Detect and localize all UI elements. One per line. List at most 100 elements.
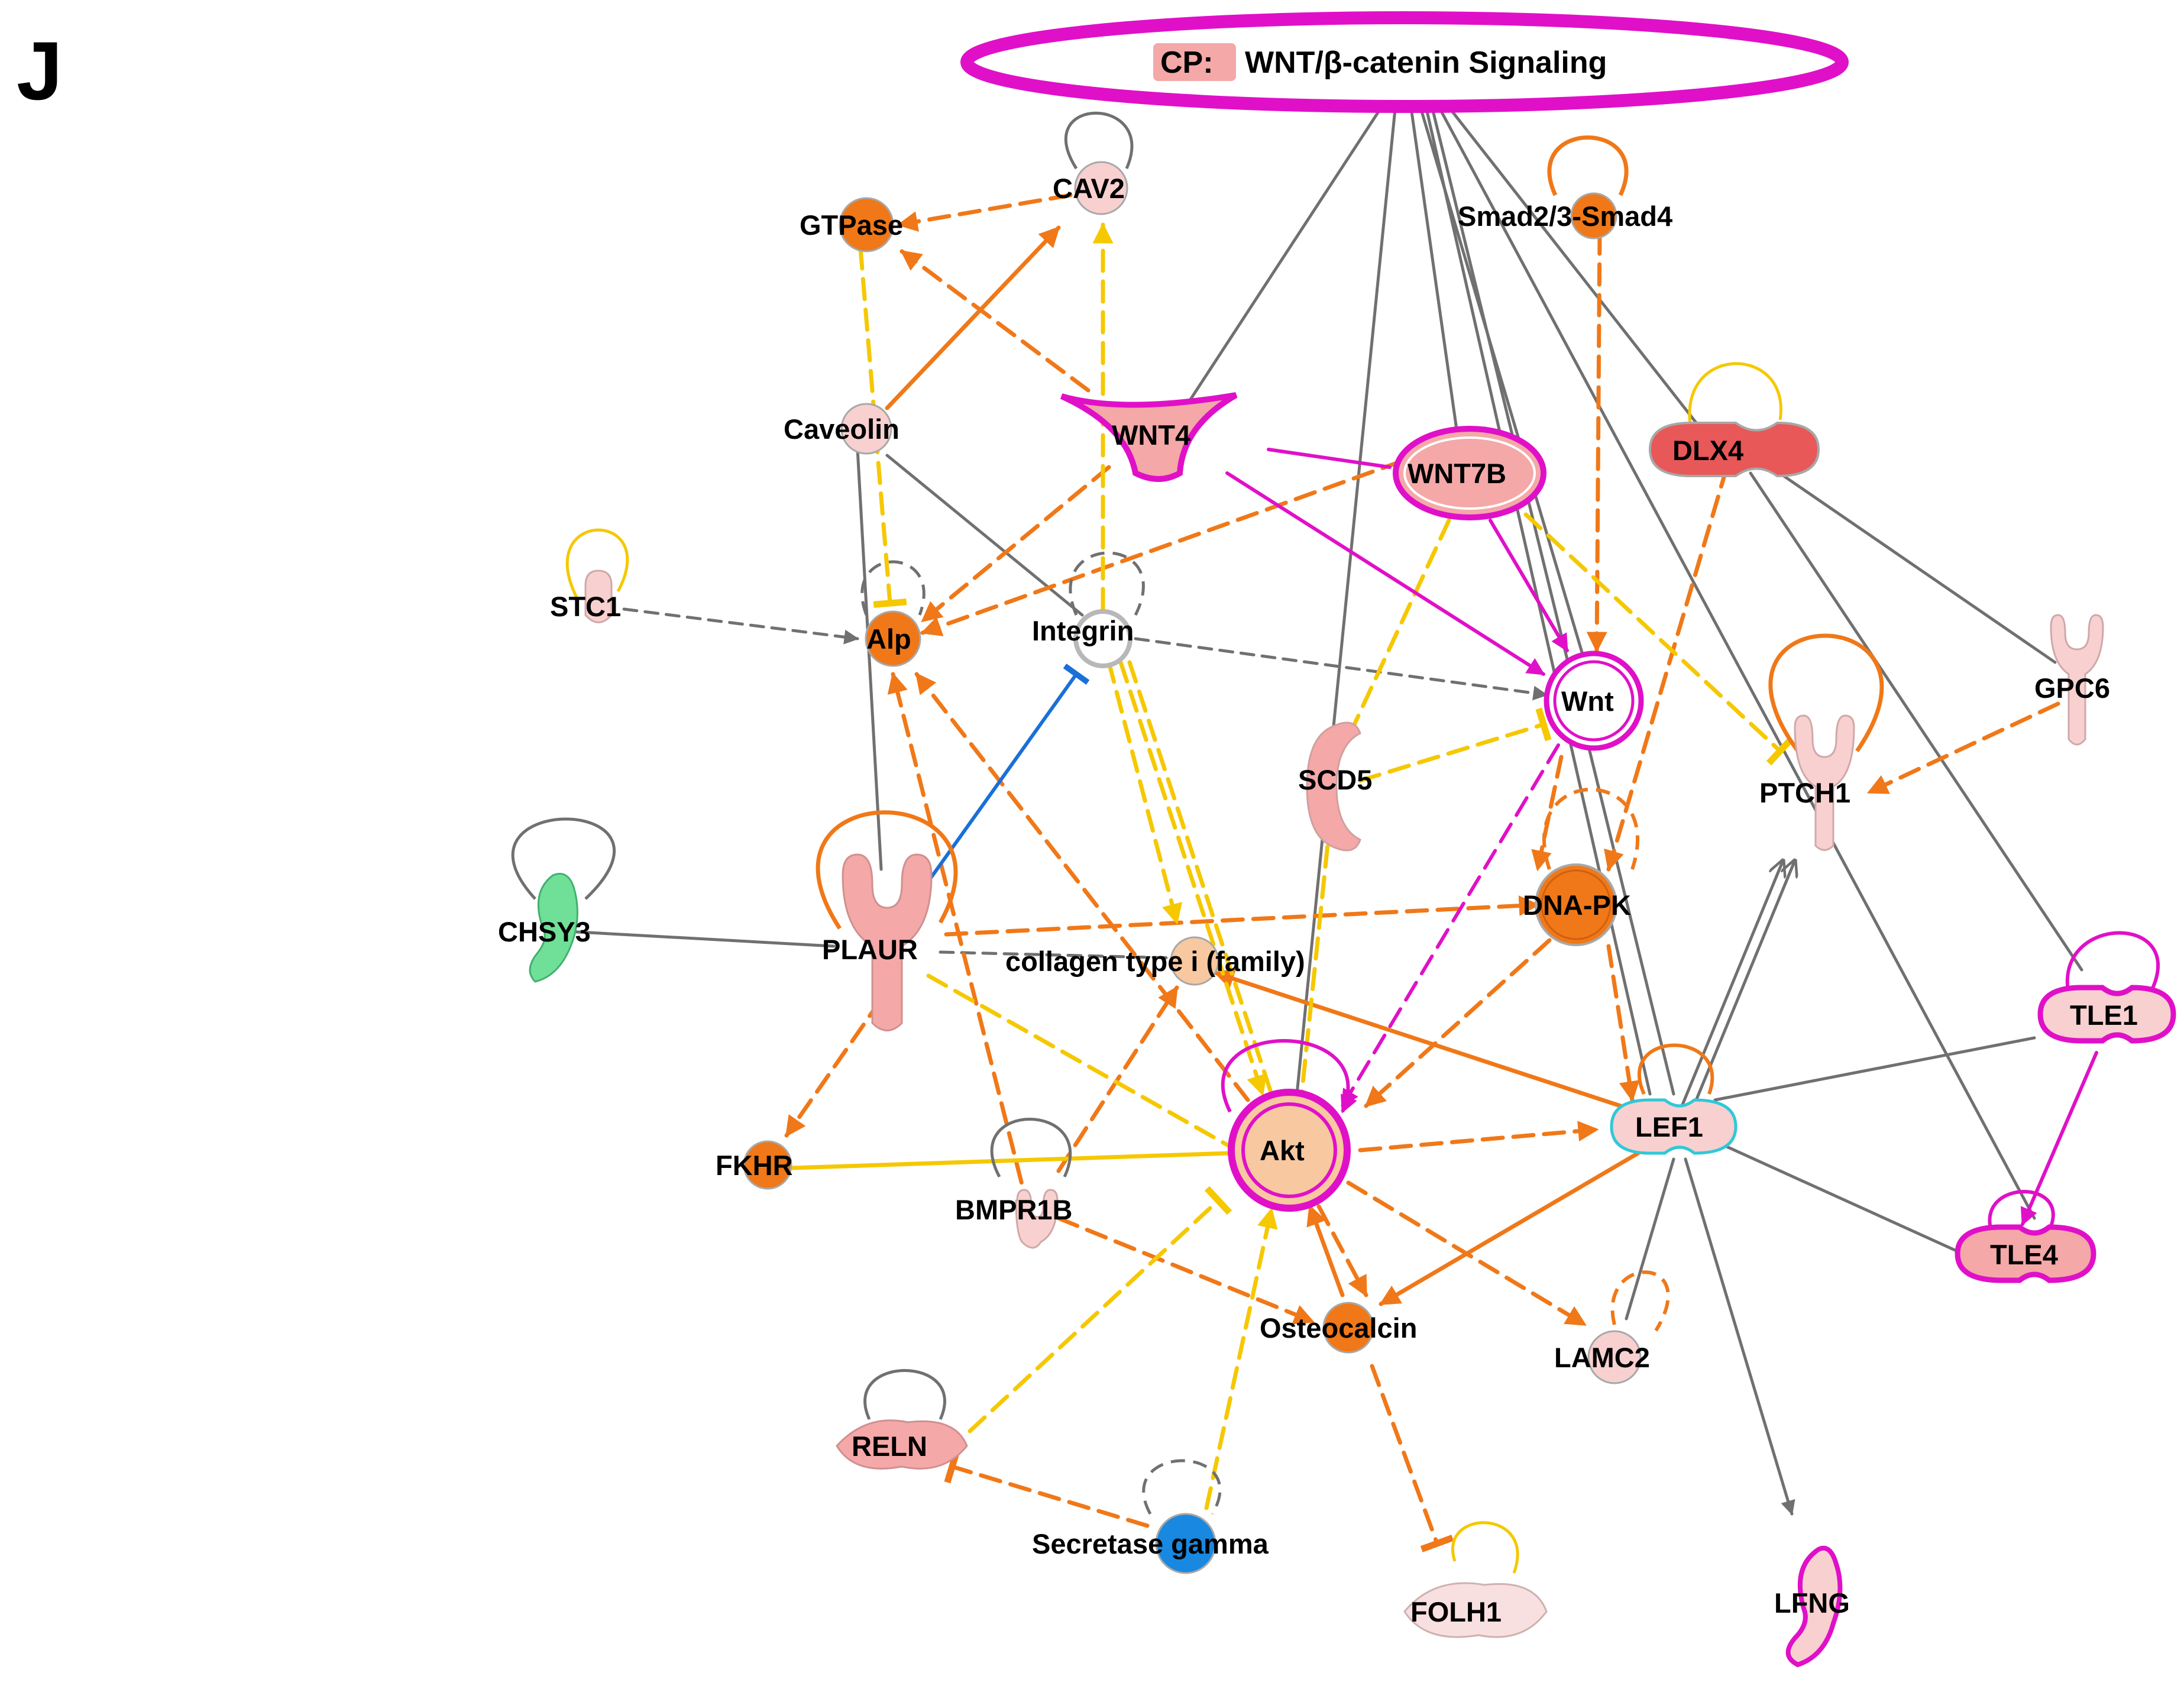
- loop-bmpr1b: [990, 1118, 1072, 1178]
- edge-cp-dlx4: [1444, 102, 1705, 433]
- node-secretase[interactable]: Secretase gamma: [1032, 1513, 1269, 1574]
- edge-cp-wnt7b: [1409, 102, 1460, 439]
- node-lamc2[interactable]: LAMC2: [1554, 1330, 1650, 1384]
- node-caveolin[interactable]: Caveolin: [784, 403, 900, 455]
- edge-cp-akt: [1293, 102, 1397, 1114]
- edge-akt-lef1: [1358, 1121, 1599, 1153]
- node-stc1-label: STC1: [550, 591, 621, 622]
- node-integrin-label: Integrin: [1032, 615, 1134, 646]
- edge-wnt4-alp: [920, 465, 1111, 623]
- node-caveolin-label: Caveolin: [784, 413, 900, 445]
- edge-wnt4-wnt: [1225, 471, 1545, 676]
- cp-prefix-box: [1153, 43, 1236, 81]
- edge-scd5-wnt: [1358, 707, 1552, 783]
- edge-lef1-ptch1-b: [1690, 860, 1795, 1114]
- node-plaur[interactable]: PLAUR: [822, 853, 933, 1031]
- node-wnt4[interactable]: WNT4: [1060, 392, 1238, 482]
- node-alp[interactable]: Alp: [865, 610, 921, 667]
- edge-cav2-gtpase: [897, 193, 1073, 232]
- edge-integrin-collagen: [1106, 660, 1182, 925]
- edge-fkhr-akt: [790, 1151, 1232, 1170]
- node-chsy3[interactable]: CHSY3: [498, 873, 591, 983]
- node-smad-label: Smad2/3-Smad4: [1458, 200, 1672, 232]
- node-tle4-label: TLE4: [1990, 1239, 2058, 1270]
- edge-stc1-alp: [622, 607, 859, 645]
- edge-dlx4-gpc6: [1761, 459, 2057, 664]
- node-folh1[interactable]: FOLH1: [1403, 1582, 1548, 1638]
- edge-lef1-lamc2: [1625, 1157, 1675, 1321]
- node-bmpr1b[interactable]: BMPR1B: [955, 1189, 1072, 1249]
- edge-dlx4-tle1: [1749, 471, 2083, 972]
- edge-wnt-dnapk: [1531, 755, 1564, 872]
- node-dnapk[interactable]: DNA-PK: [1523, 863, 1631, 946]
- node-fkhr[interactable]: FKHR: [716, 1140, 793, 1190]
- node-wnt7b[interactable]: WNT7B: [1393, 426, 1546, 520]
- edge-reln-akt: [968, 1186, 1232, 1433]
- node-scd5[interactable]: SCD5: [1298, 721, 1372, 852]
- node-collagen[interactable]: collagen type i (family): [1005, 936, 1305, 986]
- edge-integrin-wnt: [1134, 637, 1548, 701]
- edge-osteocalcin-akt: [1306, 1204, 1345, 1297]
- node-stc1[interactable]: STC1: [550, 569, 621, 623]
- edge-wnt7b-ptch1: [1523, 512, 1794, 766]
- edge-caveolin-plaur: [856, 448, 883, 871]
- edge-bmpr1b-alp: [887, 672, 1031, 1215]
- loop-integrin: [1069, 551, 1145, 616]
- node-wnt7b-label: WNT7B: [1408, 458, 1506, 489]
- edge-akt-alp: [914, 672, 1250, 1102]
- loop-secretase: [1142, 1459, 1222, 1515]
- edge-caveolin-cav2: [885, 225, 1061, 410]
- loop-lamc2: [1610, 1270, 1670, 1332]
- node-plaur-label: PLAUR: [822, 934, 918, 965]
- loop-chsy3: [511, 817, 616, 900]
- node-dlx4[interactable]: DLX4: [1648, 421, 1820, 478]
- edge-wnt7b-scd5: [1334, 518, 1451, 765]
- edge-cp-tle4: [1435, 102, 2036, 1220]
- loop-stc1: [565, 528, 629, 598]
- node-folh1-label: FOLH1: [1410, 1596, 1502, 1627]
- edge-gtpase-alp: [858, 246, 907, 608]
- node-smad[interactable]: Smad2/3-Smad4: [1458, 192, 1672, 240]
- node-chsy3-label: CHSY3: [498, 916, 591, 947]
- node-alp-label: Alp: [866, 623, 911, 655]
- cp-prefix: CP:: [1160, 46, 1214, 80]
- panel-label: J: [17, 24, 63, 117]
- edge-integrin-akt: [1118, 660, 1267, 1096]
- node-akt-label: Akt: [1260, 1135, 1305, 1166]
- cp-name: WNT/β-catenin Signaling: [1245, 46, 1607, 80]
- canonical-pathway-node[interactable]: CP: WNT/β-catenin Signaling: [960, 11, 1849, 113]
- node-tle1-label: TLE1: [2070, 999, 2138, 1031]
- node-lef1[interactable]: LEF1: [1610, 1098, 1738, 1155]
- edges: [566, 102, 2098, 1552]
- edge-wnt4-wnt7b: [1267, 448, 1392, 469]
- loop-ptch1: [1768, 633, 1884, 753]
- node-dnapk-label: DNA-PK: [1523, 889, 1631, 921]
- edge-dnapk-akt: [1364, 938, 1552, 1108]
- node-reln-label: RELN: [852, 1431, 927, 1462]
- node-wnt[interactable]: Wnt: [1544, 651, 1644, 751]
- node-tle1[interactable]: TLE1: [2037, 985, 2176, 1044]
- node-tle4[interactable]: TLE4: [1955, 1224, 2096, 1283]
- node-osteocalcin[interactable]: Osteocalcin: [1260, 1302, 1417, 1354]
- node-ptch1-label: PTCH1: [1759, 777, 1850, 808]
- node-wnt4-label: WNT4: [1112, 419, 1190, 451]
- node-akt[interactable]: Akt: [1228, 1089, 1351, 1212]
- edge-scd5-akt: [1284, 814, 1333, 1105]
- edge-lef1-lfng: [1684, 1157, 1795, 1516]
- node-cav2[interactable]: CAV2: [1053, 161, 1128, 215]
- loop-folh1: [1451, 1521, 1519, 1574]
- edge-cp-lef1b: [1429, 102, 1675, 1096]
- loop-dlx4: [1688, 362, 1782, 432]
- node-lfng[interactable]: LFNG: [1774, 1545, 1850, 1668]
- node-integrin[interactable]: Integrin: [1032, 609, 1134, 668]
- node-collagen-label: collagen type i (family): [1005, 946, 1305, 977]
- node-ptch1[interactable]: PTCH1: [1759, 714, 1855, 851]
- loop-akt: [1221, 1039, 1357, 1114]
- edge-wnt-akt: [1341, 743, 1560, 1108]
- node-gtpase[interactable]: GTPase: [800, 197, 903, 253]
- node-gpc6[interactable]: GPC6: [2034, 614, 2110, 746]
- node-reln[interactable]: RELN: [836, 1419, 968, 1470]
- edge-dnapk-lef1: [1606, 944, 1640, 1102]
